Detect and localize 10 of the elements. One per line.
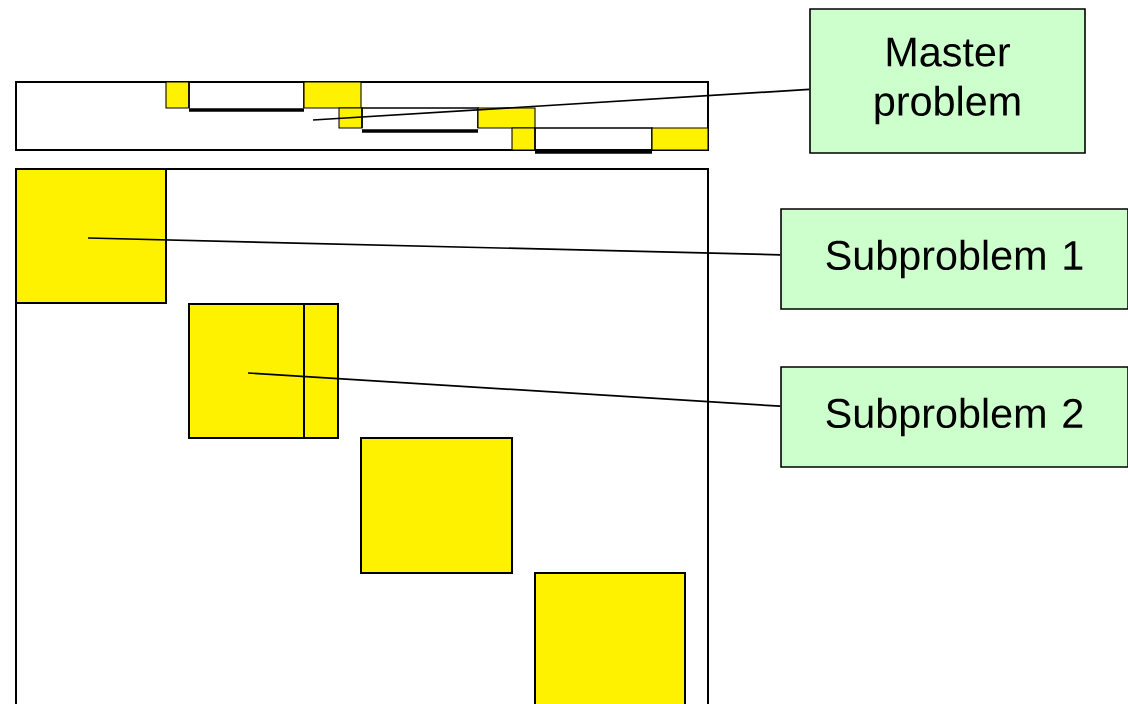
leader-line bbox=[247, 372, 782, 408]
matrix-block bbox=[360, 437, 513, 574]
label-box: Subproblem 1 bbox=[780, 208, 1128, 310]
matrix-block bbox=[15, 168, 167, 304]
label-box: Master problem bbox=[809, 8, 1086, 154]
matrix-block bbox=[534, 572, 686, 704]
matrix-block bbox=[188, 303, 339, 439]
leader-line bbox=[312, 88, 811, 121]
label-box: Subproblem 2 bbox=[780, 366, 1128, 468]
leader-line bbox=[87, 237, 782, 256]
